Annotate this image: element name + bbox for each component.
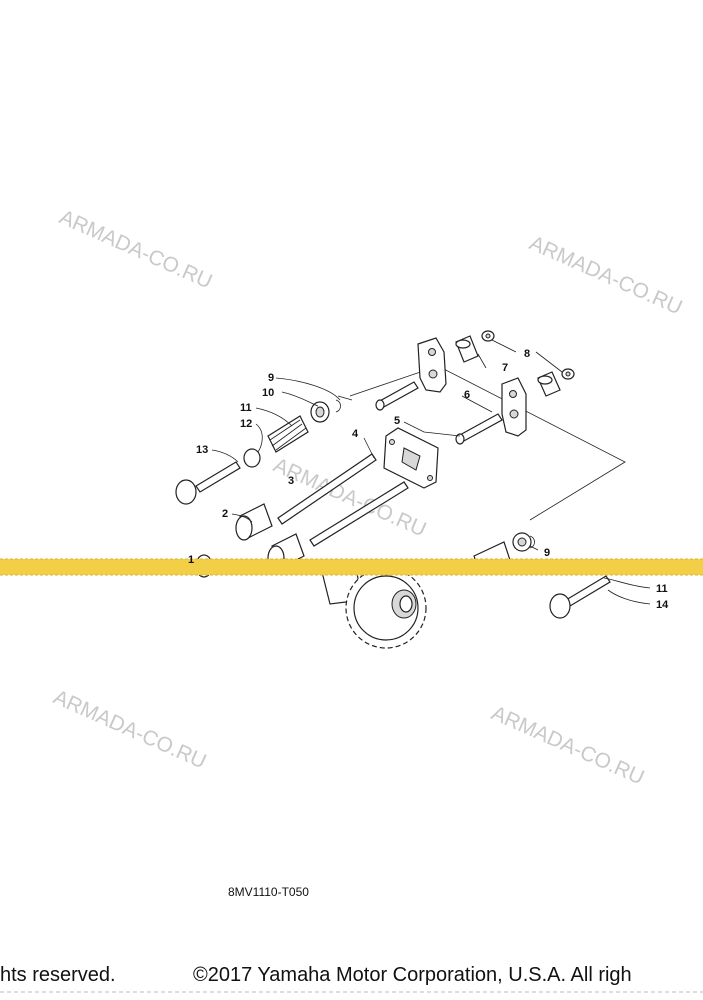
camshaft-gear xyxy=(321,567,427,649)
watermark: ARMADA-CO.RU xyxy=(488,702,648,790)
callout-3: 3 xyxy=(288,475,294,487)
footer-right: ©2017 Yamaha Motor Corporation, U.S.A. A… xyxy=(193,964,632,986)
valve-spring-upper xyxy=(267,415,309,453)
watermark: ARMADA-CO.RU xyxy=(526,232,686,320)
tappet-upper xyxy=(235,503,273,541)
callout-13: 13 xyxy=(196,444,208,456)
guide-plate xyxy=(383,427,439,489)
callout-2: 2 xyxy=(222,508,228,520)
callout-9-upper: 9 xyxy=(268,372,274,384)
banner-strip xyxy=(0,559,703,575)
leader-lines xyxy=(211,339,651,605)
pivot-bolt-lower xyxy=(455,413,503,445)
valve-lower xyxy=(549,575,611,619)
watermark: ARMADA-CO.RU xyxy=(50,686,210,774)
callout-10: 10 xyxy=(262,387,274,399)
valve-upper xyxy=(175,461,241,505)
retainer-lower xyxy=(512,532,535,552)
retainer-upper xyxy=(310,399,341,423)
callout-9-lower: 9 xyxy=(544,547,550,559)
callout-11-lower: 11 xyxy=(656,583,668,595)
callout-4: 4 xyxy=(352,428,359,440)
callout-6: 6 xyxy=(464,389,470,401)
footer-left: hts reserved. xyxy=(0,964,116,986)
callout-12: 12 xyxy=(240,418,252,430)
pivot-bolt-upper xyxy=(375,381,419,411)
watermark: ARMADA-CO.RU xyxy=(56,206,216,294)
push-rods xyxy=(277,453,409,547)
rocker-arm-lower xyxy=(501,377,527,437)
callout-11-upper: 11 xyxy=(240,402,252,414)
adjust-screw-upper xyxy=(455,335,479,363)
nut-upper xyxy=(481,330,495,342)
rocker-arm-upper xyxy=(417,337,447,393)
callout-14: 14 xyxy=(656,599,669,611)
banner-edge xyxy=(0,558,703,576)
stem-seal-upper xyxy=(243,448,261,468)
diagram-code: 8MV1110-T050 xyxy=(228,885,309,899)
callout-1: 1 xyxy=(188,554,194,566)
callout-8: 8 xyxy=(524,348,530,360)
nut-lower xyxy=(561,368,575,380)
callout-7: 7 xyxy=(502,362,508,374)
rocker-shaft-lines xyxy=(337,365,626,521)
callout-5: 5 xyxy=(394,415,400,427)
adjust-screw-lower xyxy=(537,371,561,397)
